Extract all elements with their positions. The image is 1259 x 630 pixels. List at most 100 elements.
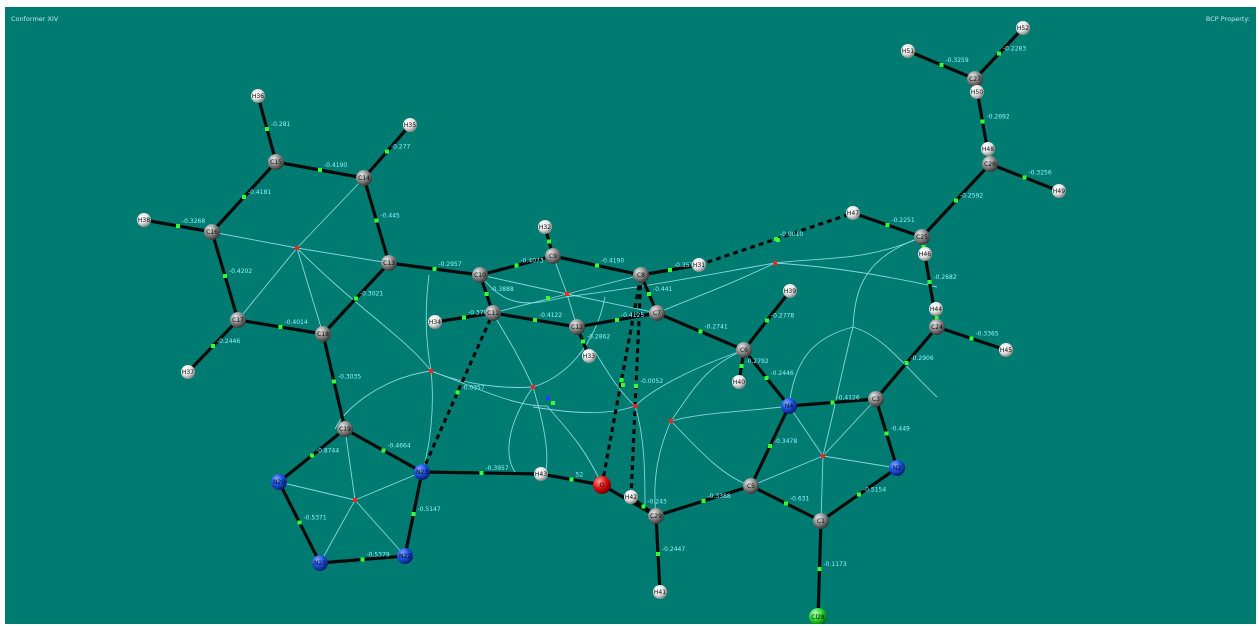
atom-C11[interactable]: C11 [485, 305, 501, 321]
bcp-value-label: -0.0357 [462, 385, 485, 392]
atom-C9[interactable]: C9 [545, 248, 561, 264]
atom-H51[interactable]: H51 [901, 44, 915, 58]
atom-C3[interactable]: C3 [868, 391, 884, 407]
atom-N4[interactable]: N4 [781, 398, 797, 414]
bcp-point-C5-N4 [768, 444, 772, 448]
atom-sphere [534, 467, 548, 481]
bond-path-line [344, 428, 356, 501]
molecular-graph[interactable]: -0.4190-0.4181-0.445-0.4202-0.4014-0.302… [5, 7, 1256, 624]
atom-H47[interactable]: H47 [846, 206, 860, 220]
atom-C24[interactable]: C24 [929, 319, 945, 335]
atom-H45[interactable]: H45 [999, 343, 1013, 357]
atom-C10[interactable]: C10 [472, 267, 488, 283]
atom-O[interactable]: O [593, 476, 611, 494]
atom-H32[interactable]: H32 [538, 220, 552, 234]
atom-H33[interactable]: H33 [582, 349, 596, 363]
atom-sphere [868, 391, 884, 407]
atom-N22[interactable]: N22 [397, 548, 413, 564]
atom-H39[interactable]: H39 [783, 284, 797, 298]
atom-sphere [414, 464, 430, 480]
atom-N23[interactable]: N23 [414, 464, 430, 480]
atom-C29[interactable]: C29 [648, 508, 664, 524]
atom-C18[interactable]: C18 [315, 326, 331, 342]
atom-H34[interactable]: H34 [428, 315, 442, 329]
bcp-value-label: -0.2957 [439, 261, 462, 268]
atom-C7[interactable]: C7 [649, 305, 665, 321]
atom-H37[interactable]: H37 [181, 365, 195, 379]
bcp-value-label: -0.2741 [705, 324, 728, 331]
bond-path-line [296, 247, 390, 264]
atom-H31[interactable]: H31 [692, 258, 706, 272]
atom-C16[interactable]: C16 [204, 224, 220, 240]
atom-C5[interactable]: C5 [743, 478, 759, 494]
atom-sphere [1052, 184, 1066, 198]
bcp-value-label: -0.4014 [285, 319, 308, 326]
atom-sphere [648, 508, 664, 524]
atom-sphere [251, 89, 265, 103]
atom-C17[interactable]: C17 [230, 312, 246, 328]
bond-path-line [425, 274, 432, 372]
atom-C12[interactable]: C12 [569, 319, 585, 335]
atom-H42[interactable]: H42 [624, 490, 638, 504]
bond-paths-layer [211, 177, 938, 564]
bond-path-line [788, 326, 854, 407]
atom-C6[interactable]: C6 [736, 342, 752, 358]
atom-C14[interactable]: C14 [356, 170, 372, 186]
bcp-point-C14-C13 [374, 218, 379, 223]
atom-N2[interactable]: N2 [889, 460, 905, 476]
atom-H35[interactable]: H35 [403, 118, 417, 132]
bcp-value-label: -0.449 [891, 426, 911, 433]
atom-C27[interactable]: C27 [967, 71, 983, 87]
atom-C19[interactable]: C19 [337, 421, 353, 437]
bcp-point-C25-H46 [921, 243, 926, 248]
bcp-point-C26-C27 [980, 119, 985, 124]
bcp-value-label: -0.3576 [674, 262, 697, 269]
bond-path-line [296, 177, 365, 249]
atom-C15[interactable]: C15 [268, 154, 284, 170]
bcp-value-label: -0.3700 [468, 310, 491, 317]
bcp-point-C13-C18 [354, 296, 358, 301]
atom-H46[interactable]: H46 [918, 247, 932, 261]
bond-path-line [670, 349, 745, 422]
atom-C1[interactable]: C1 [813, 513, 829, 529]
atom-H52[interactable]: H52 [1016, 21, 1030, 35]
bond-path-line [670, 405, 790, 422]
bcp-value-label: -0.2862 [587, 334, 610, 341]
atom-N21[interactable]: N21 [312, 555, 328, 571]
bond-path-line [670, 420, 752, 487]
bond-path-line [237, 247, 298, 321]
molecule-viewport[interactable]: Conformer XIV BCP Property: -0.4190-0.41… [5, 7, 1256, 624]
atom-H48[interactable]: H48 [981, 142, 995, 156]
atom-C25[interactable]: C25 [914, 229, 930, 245]
bcp-point-C15-C16 [242, 195, 246, 199]
bcp-value-label: -0.2446 [217, 338, 240, 345]
atom-H49[interactable]: H49 [1052, 184, 1066, 198]
atom-sphere [397, 548, 413, 564]
atom-H41[interactable]: H41 [653, 585, 667, 599]
atom-Cl28[interactable]: Cl28 [809, 608, 827, 624]
atom-C8[interactable]: C8 [633, 267, 649, 283]
atom-H40[interactable]: H40 [732, 375, 746, 389]
atom-sphere [783, 284, 797, 298]
atom-H36[interactable]: H36 [251, 89, 265, 103]
bcp-value-label: -0.2283 [1003, 46, 1026, 53]
atom-C26[interactable]: C26 [982, 156, 998, 172]
atom-H50[interactable]: H50 [970, 85, 984, 99]
ring-critical-point [295, 246, 299, 250]
bond-path-line [774, 262, 938, 288]
ring-critical-point [565, 292, 569, 296]
bcp-point-C16-H38 [176, 224, 180, 228]
bcp-point-C11-C12 [533, 318, 537, 322]
bcp-point-C14-H35 [385, 149, 389, 154]
atom-H38[interactable]: H38 [137, 213, 151, 227]
atom-C13[interactable]: C13 [381, 255, 397, 271]
bcp-value-label: -0.3256 [1029, 170, 1052, 177]
atom-sphere [653, 585, 667, 599]
atom-N20[interactable]: N20 [271, 474, 287, 490]
ring-critical-point [821, 454, 825, 458]
bcp-value-label: -0.5147 [418, 506, 441, 513]
bcp-point-C15-H36 [265, 127, 269, 131]
atom-H43[interactable]: H43 [534, 467, 548, 481]
atom-H44[interactable]: H44 [929, 302, 943, 316]
atom-sphere [633, 267, 649, 283]
